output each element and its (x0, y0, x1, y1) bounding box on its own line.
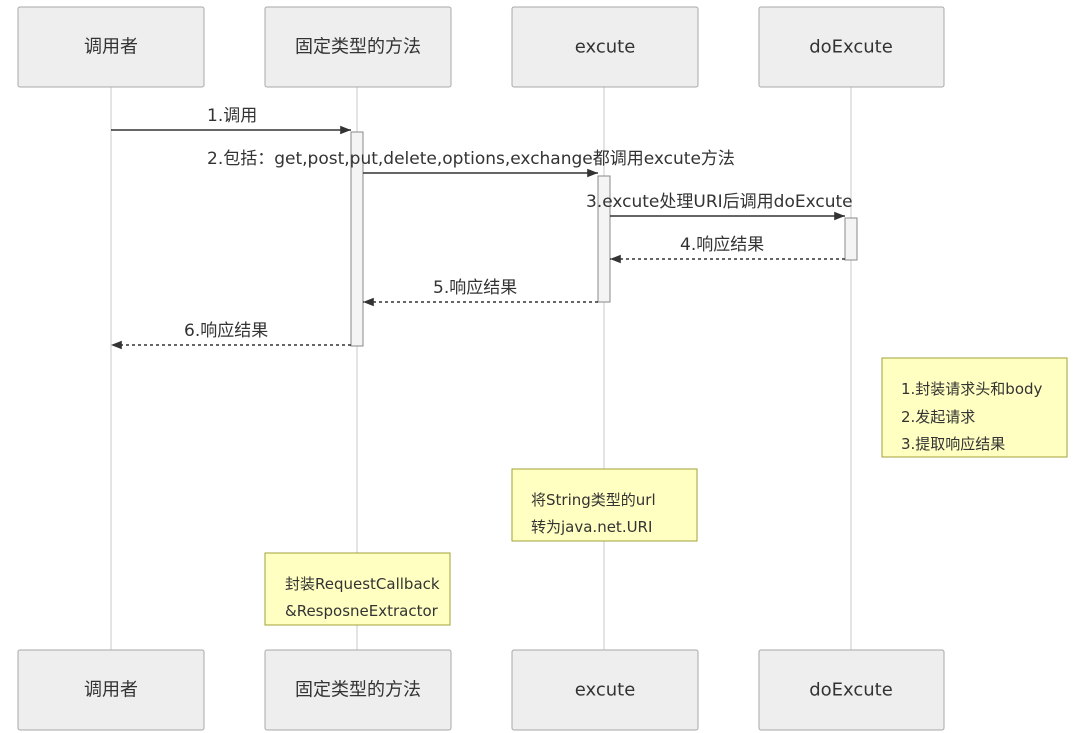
lifelines (110, 87, 852, 650)
notes: 1.封装请求头和body 2.发起请求 3.提取响应结果 将String类型的u… (264, 357, 1068, 626)
actor-caller-bottom-label: 调用者 (84, 680, 138, 701)
note-doexcute-line-1: 1.封装请求头和body (901, 380, 1043, 398)
note-excute-line-1: 将String类型的url (531, 491, 656, 509)
activation-doexcute (844, 217, 858, 261)
actor-excute-bottom-label: excute (575, 680, 636, 701)
actor-excute-bottom (511, 649, 699, 731)
actor-fixed-bottom (264, 649, 452, 731)
actor-excute-top-label: excute (575, 37, 636, 58)
messages: 1.调用 2.包括：get,post,put,delete,options,ex… (111, 106, 853, 350)
actor-excute-top (511, 6, 699, 88)
note-fixed: 封装RequestCallback &ResposneExtractor (264, 552, 451, 626)
activations (350, 131, 858, 347)
activation-fixed (350, 131, 364, 347)
actor-doexcute-bottom-label: doExcute (809, 680, 893, 701)
message-2-label: 2.包括：get,post,put,delete,options,exchang… (207, 149, 735, 169)
actors-top: 调用者 固定类型的方法 excute doExcute (17, 6, 945, 88)
actor-fixed-top-label: 固定类型的方法 (295, 37, 421, 58)
note-doexcute: 1.封装请求头和body 2.发起请求 3.提取响应结果 (881, 357, 1068, 458)
actor-doexcute-bottom (758, 649, 945, 731)
message-3-label: 3.excute处理URI后调用doExcute (586, 192, 853, 212)
actor-doexcute-top-label: doExcute (809, 37, 893, 58)
actor-fixed-bottom-label: 固定类型的方法 (295, 680, 421, 701)
message-4-label: 4.响应结果 (680, 235, 764, 255)
note-excute-box (511, 468, 698, 542)
note-fixed-line-1: 封装RequestCallback (285, 575, 440, 593)
note-doexcute-line-3: 3.提取响应结果 (901, 435, 1005, 453)
note-excute-line-2: 转为java.net.URI (531, 518, 652, 536)
note-excute: 将String类型的url 转为java.net.URI (511, 468, 698, 542)
actor-caller-bottom (17, 649, 205, 731)
note-fixed-line-2: &ResposneExtractor (285, 602, 439, 620)
message-6-label: 6.响应结果 (184, 321, 268, 341)
actors-bottom: 调用者 固定类型的方法 excute doExcute (17, 649, 945, 731)
actor-caller-top-label: 调用者 (84, 37, 138, 58)
note-doexcute-line-2: 2.发起请求 (901, 408, 975, 426)
actor-fixed-top (264, 6, 452, 88)
actor-doexcute-top (758, 6, 945, 88)
actor-caller-top (17, 6, 205, 88)
activation-excute (597, 175, 611, 303)
note-fixed-box (264, 552, 451, 626)
message-5-label: 5.响应结果 (433, 278, 517, 298)
note-doexcute-box (881, 357, 1068, 458)
message-1-label: 1.调用 (207, 106, 257, 126)
